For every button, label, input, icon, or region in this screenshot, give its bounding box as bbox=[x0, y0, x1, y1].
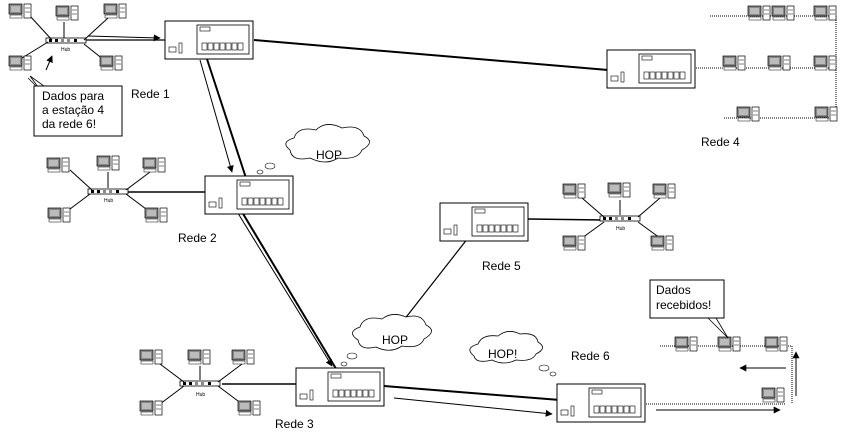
rede5-lan: Hub bbox=[562, 182, 676, 251]
workstation-icon bbox=[139, 400, 163, 416]
workstation-icon bbox=[764, 336, 788, 352]
hop-cloud-2: HOP bbox=[340, 314, 432, 367]
workstation-icon bbox=[771, 5, 795, 21]
workstation-icon bbox=[142, 157, 166, 173]
hub-icon bbox=[45, 37, 87, 44]
workstation-icon bbox=[814, 106, 838, 122]
rede6-lan bbox=[646, 336, 793, 405]
workstation-icon bbox=[8, 3, 32, 19]
workstation-icon bbox=[237, 400, 261, 416]
destination-callout-line1: Dados bbox=[656, 283, 691, 297]
workstation-icon bbox=[562, 183, 586, 199]
workstation-icon bbox=[736, 106, 760, 122]
workstation-icon bbox=[650, 235, 674, 251]
rede3-lan: Hub bbox=[139, 349, 261, 416]
network-label-rede2: Rede 2 bbox=[178, 231, 217, 245]
workstation-icon bbox=[144, 207, 168, 223]
source-callout-line3: da rede 6! bbox=[42, 117, 96, 131]
workstation-icon bbox=[674, 336, 698, 352]
workstation-icon bbox=[607, 182, 631, 198]
rede1-lan: Hub bbox=[8, 3, 127, 71]
router-5-icon bbox=[439, 202, 529, 242]
router-3-icon bbox=[295, 367, 385, 407]
hub-icon bbox=[87, 188, 129, 195]
hop-cloud-3: HOP! bbox=[469, 331, 557, 377]
workstation-icon bbox=[652, 183, 676, 199]
workstation-icon bbox=[8, 55, 32, 71]
source-callout-line2: a estação 4 bbox=[42, 103, 104, 117]
hop-label-3: HOP! bbox=[488, 347, 517, 361]
network-label-rede1: Rede 1 bbox=[131, 87, 170, 101]
workstation-icon bbox=[55, 5, 79, 21]
hub-label: Hub bbox=[61, 47, 70, 53]
hub-label: Hub bbox=[104, 198, 113, 204]
workstation-icon bbox=[813, 5, 837, 21]
workstation-icon bbox=[46, 157, 70, 173]
source-callout: Dados para a estação 4 da rede 6! bbox=[27, 75, 123, 137]
workstation-icon bbox=[96, 155, 120, 171]
destination-callout-line2: recebidos! bbox=[656, 298, 711, 312]
workstation-icon bbox=[562, 235, 586, 251]
workstation-icon bbox=[761, 387, 785, 403]
network-label-rede5: Rede 5 bbox=[482, 259, 521, 273]
hub-label: Hub bbox=[616, 226, 625, 232]
network-label-rede4: Rede 4 bbox=[701, 135, 740, 149]
source-callout-line1: Dados para bbox=[42, 89, 104, 103]
network-label-rede3: Rede 3 bbox=[275, 417, 314, 431]
workstation-icon bbox=[187, 349, 211, 365]
hub-label: Hub bbox=[196, 392, 205, 398]
workstation-icon bbox=[767, 55, 791, 71]
workstation-icon bbox=[139, 349, 163, 365]
hop-label-1: HOP bbox=[316, 148, 342, 162]
router-6-icon bbox=[556, 383, 646, 423]
router-2-icon bbox=[204, 175, 294, 215]
workstation-icon bbox=[717, 336, 741, 352]
router-1-icon bbox=[164, 20, 254, 60]
rede4-lan bbox=[696, 5, 838, 122]
router-4-icon bbox=[606, 49, 696, 89]
workstation-icon bbox=[747, 5, 771, 21]
hub-icon bbox=[179, 380, 221, 387]
rede2-lan: Hub bbox=[46, 155, 168, 223]
destination-callout: Dados recebidos! bbox=[649, 279, 729, 339]
workstation-icon bbox=[813, 55, 837, 71]
hop-label-2: HOP bbox=[382, 333, 408, 347]
workstation-icon bbox=[722, 55, 746, 71]
workstation-icon bbox=[47, 207, 71, 223]
workstation-icon bbox=[231, 349, 255, 365]
network-label-rede6: Rede 6 bbox=[571, 349, 610, 363]
workstation-icon bbox=[103, 3, 127, 19]
hub-icon bbox=[599, 215, 641, 222]
hop-cloud-1: HOP bbox=[256, 124, 370, 175]
workstation-icon bbox=[99, 55, 123, 71]
